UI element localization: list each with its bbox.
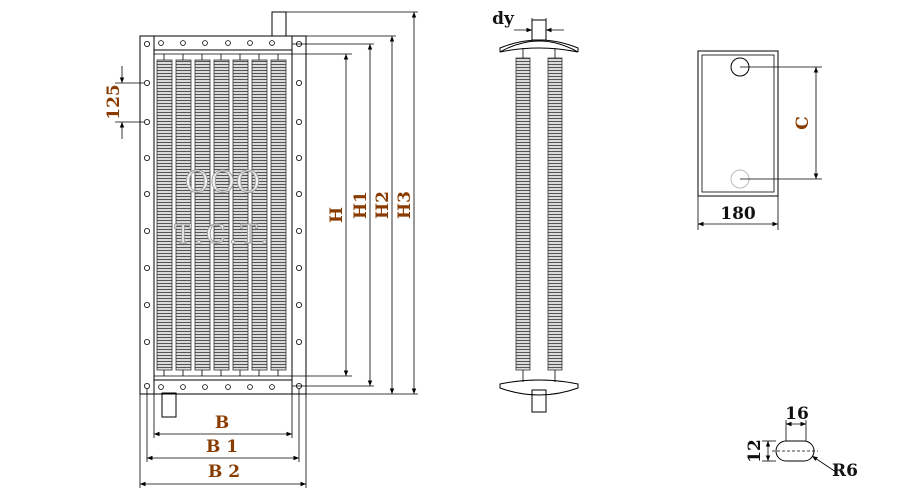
side-view: dy bbox=[492, 9, 579, 413]
dim-125-label: 125 bbox=[104, 84, 124, 120]
watermark-line1: ООО bbox=[185, 165, 262, 200]
dim-R6-label: R6 bbox=[832, 461, 858, 481]
dim-H-label: H bbox=[327, 207, 347, 223]
front-view: ООО Т.С.Т. 125 H H1 H2 H3 bbox=[104, 11, 418, 488]
finned-tube bbox=[213, 59, 230, 371]
dim-16-label: 16 bbox=[785, 404, 809, 424]
dim-dy-label: dy bbox=[492, 9, 515, 29]
dim-B-label: B bbox=[215, 413, 229, 433]
finned-tube bbox=[194, 59, 211, 371]
bottom-collector bbox=[153, 379, 293, 395]
flange-inner bbox=[701, 54, 775, 193]
watermark-line2: Т.С.Т. bbox=[174, 220, 271, 250]
dim-C-label: C bbox=[793, 116, 813, 130]
bottom-nozzle bbox=[161, 392, 177, 418]
dim-H1-label: H1 bbox=[351, 191, 371, 219]
dim-180-label: 180 bbox=[720, 204, 756, 224]
finned-tubes bbox=[156, 54, 287, 376]
side-tube bbox=[515, 57, 531, 371]
dim-125: 125 bbox=[104, 66, 144, 139]
dim-H2-label: H2 bbox=[373, 191, 393, 219]
top-collector bbox=[153, 35, 293, 51]
dim-B2-label: B 2 bbox=[208, 462, 240, 482]
side-tube bbox=[547, 57, 563, 371]
dim-12-label: 12 bbox=[745, 439, 765, 463]
finned-tube bbox=[270, 59, 287, 371]
flange-outer bbox=[697, 50, 779, 197]
finned-tube bbox=[175, 59, 192, 371]
mounting-holes bbox=[143, 40, 302, 390]
finned-tube bbox=[251, 59, 268, 371]
finned-tube bbox=[232, 59, 249, 371]
flange-view: C 180 bbox=[697, 50, 822, 230]
dim-B1-label: B 1 bbox=[206, 437, 238, 457]
finned-tube bbox=[156, 59, 173, 371]
top-nozzle bbox=[271, 11, 287, 37]
dim-H3-label: H3 bbox=[395, 191, 415, 219]
slot-detail: 16 12 R6 bbox=[745, 404, 858, 481]
